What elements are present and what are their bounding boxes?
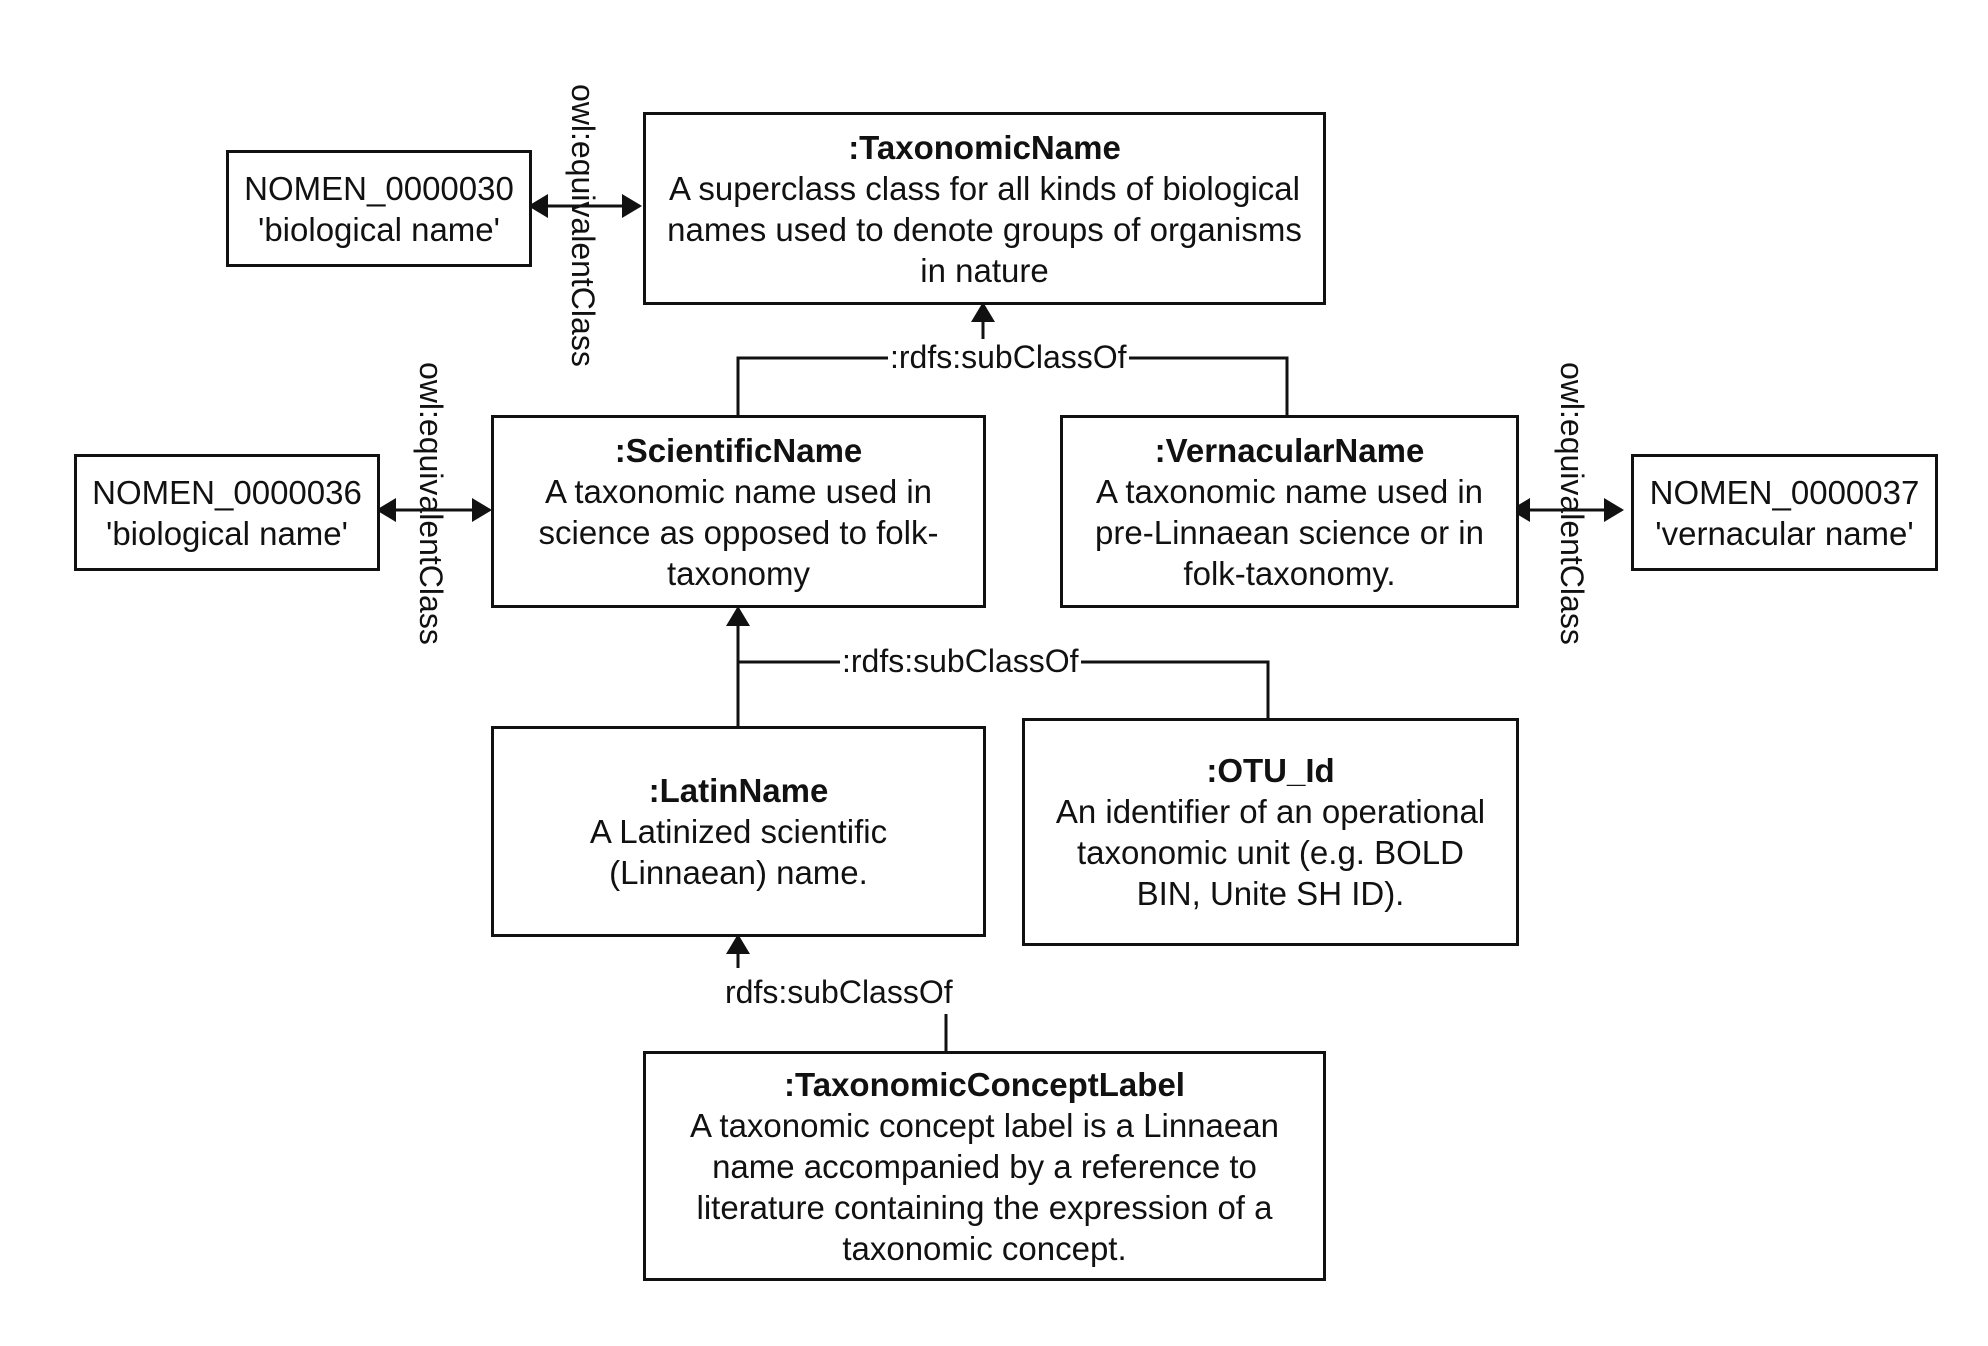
nomen-id: NOMEN_0000037	[1649, 473, 1920, 511]
nomen-id: NOMEN_0000030	[244, 169, 514, 207]
node-title: :VernacularName	[1154, 431, 1425, 469]
node-title: :ScientificName	[614, 431, 863, 469]
edge-label-equiv-left: owl:equivalentClass	[413, 362, 449, 645]
node-taxonomic-concept-label: :TaxonomicConceptLabel A taxonomic conce…	[643, 1051, 1326, 1281]
nomen-box-0000036: NOMEN_0000036 'biological name'	[74, 454, 380, 571]
edge-label-equiv-right: owl:equivalentClass	[1554, 362, 1590, 645]
nomen-label: 'vernacular name'	[1655, 514, 1914, 552]
edge-label-equiv-top: owl:equivalentClass	[565, 84, 601, 367]
node-description: An identifier of an operational taxonomi…	[1055, 793, 1486, 912]
edge-label-subclass-top: :rdfs:subClassOf	[888, 339, 1129, 375]
node-vernacular-name: :VernacularName A taxonomic name used in…	[1060, 415, 1519, 608]
nomen-box-0000030: NOMEN_0000030 'biological name'	[226, 150, 532, 267]
node-title: :LatinName	[648, 772, 829, 809]
node-otu-id: :OTU_Id An identifier of an operational …	[1022, 718, 1519, 946]
node-description: A taxonomic name used in pre-Linnaean sc…	[1095, 472, 1484, 592]
edge-label-subclass-mid: :rdfs:subClassOf	[840, 643, 1081, 679]
node-description: A Latinized scientific (Linnaean) name.	[589, 813, 888, 891]
nomen-box-0000037: NOMEN_0000037 'vernacular name'	[1631, 454, 1938, 571]
node-taxonomic-name: :TaxonomicName A superclass class for al…	[643, 112, 1326, 305]
node-title: :OTU_Id	[1206, 752, 1335, 789]
node-scientific-name: :ScientificName A taxonomic name used in…	[491, 415, 986, 608]
node-description: A superclass class for all kinds of biol…	[667, 169, 1302, 289]
node-latin-name: :LatinName A Latinized scientific (Linna…	[491, 726, 986, 937]
node-title: :TaxonomicName	[848, 128, 1121, 166]
node-title: :TaxonomicConceptLabel	[784, 1065, 1185, 1103]
node-description: A taxonomic concept label is a Linnaean …	[690, 1106, 1279, 1267]
nomen-label: 'biological name'	[258, 210, 500, 248]
edge-label-subclass-bottom: rdfs:subClassOf	[723, 974, 955, 1010]
node-description: A taxonomic name used in science as oppo…	[538, 472, 939, 592]
nomen-id: NOMEN_0000036	[92, 473, 362, 511]
nomen-label: 'biological name'	[106, 514, 348, 552]
